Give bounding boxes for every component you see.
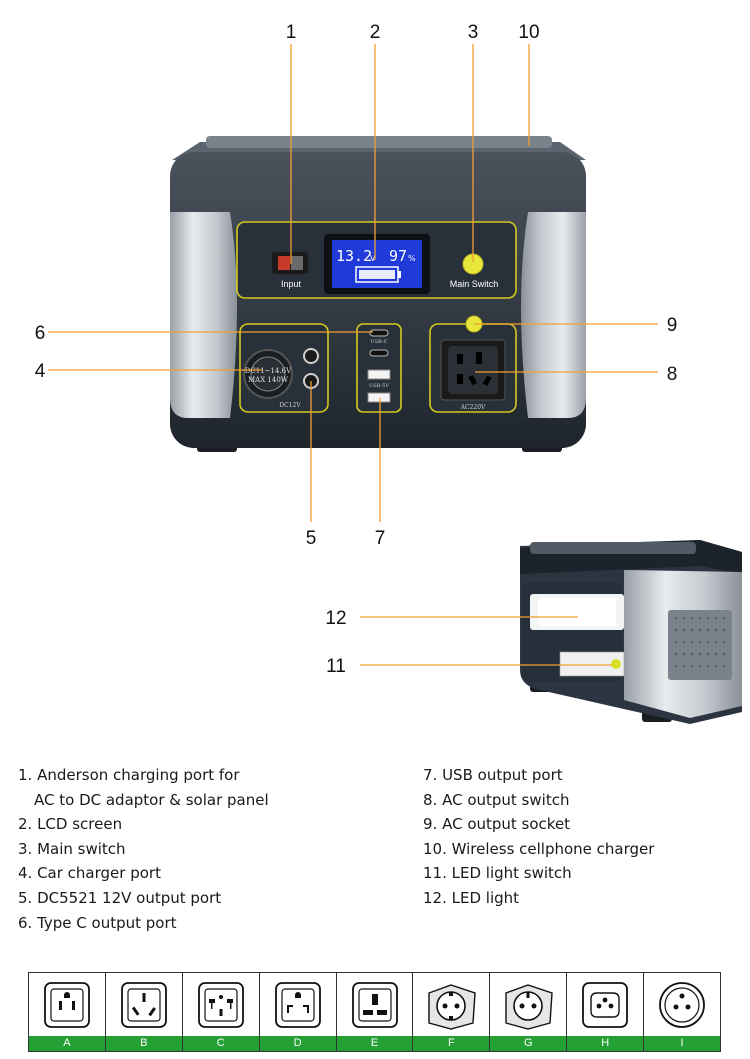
schuko-socket-icon: [428, 983, 477, 1030]
usb-a-port-bottom-icon: [367, 392, 391, 403]
callout-2: 2: [370, 22, 381, 43]
usb5v-label: USB-5V: [369, 383, 389, 389]
car-port-line1: DC11~14.6V: [245, 367, 292, 375]
ac-label: AC220V: [460, 404, 486, 411]
usb-a-port-top-icon: [367, 369, 391, 380]
legend-item-11: 11. LED light switch: [423, 864, 572, 883]
callout-11: 11: [326, 656, 346, 677]
legend-right: 7. USB output port 8. AC output switch 9…: [423, 763, 654, 911]
callout-5: 5: [306, 528, 317, 549]
dc-port-top-icon: [303, 348, 319, 364]
plug-option-g: G: [490, 973, 568, 1051]
input-label: Input: [281, 279, 302, 289]
legend-item-2: 2. LCD screen: [18, 815, 123, 834]
main-switch-label: Main Switch: [450, 279, 499, 289]
lcd-percent-unit: %: [408, 254, 416, 263]
callout-6: 6: [35, 323, 46, 344]
plug-label-g: G: [490, 1036, 567, 1051]
plug-label-d: D: [259, 1036, 336, 1051]
battery-icon: [355, 266, 401, 283]
callout-1: 1: [286, 22, 297, 43]
plug-label-h: H: [567, 1036, 644, 1051]
plug-label-e: E: [336, 1036, 413, 1051]
power-station-side: [520, 540, 742, 724]
car-port-line2: MAX 140W: [248, 376, 289, 384]
eu-socket-icon: [505, 983, 554, 1030]
dc-label: DC12V: [279, 402, 301, 409]
plug-option-f: F: [413, 973, 491, 1051]
legend-item-6: 6. Type C output port: [18, 913, 177, 932]
plug-option-i: I: [644, 973, 721, 1051]
plug-label-a: A: [29, 1036, 105, 1051]
legend-item-5: 5. DC5521 12V output port: [18, 888, 222, 907]
legend-left: 1. Anderson charging port for AC to DC a…: [18, 763, 269, 935]
led-light-switch-button: [611, 659, 621, 669]
legend-item-1: 1. Anderson charging port for: [18, 766, 240, 784]
leader-lines: [48, 44, 658, 666]
legend-item-4: 4. Car charger port: [18, 864, 161, 883]
plug-option-b: B: [105, 973, 183, 1051]
legend-item-10: 10. Wireless cellphone charger: [423, 839, 655, 858]
callout-7: 7: [375, 528, 386, 549]
legend-item-3: 3. Main switch: [18, 839, 126, 858]
power-station-front: Input 13.2 V 97 % Main Switch DC11~14.6V…: [170, 136, 586, 452]
callout-3: 3: [468, 22, 479, 43]
lcd-percent: 97: [389, 247, 407, 265]
multi-socket-icon: [274, 981, 321, 1028]
plug-label-i: I: [644, 1036, 721, 1051]
lcd-voltage: 13.2: [336, 247, 372, 265]
plug-option-d: D: [259, 973, 337, 1051]
au-socket-icon: [120, 981, 167, 1028]
us-socket-icon: [44, 981, 90, 1028]
product-diagram: Input 13.2 V 97 % Main Switch DC11~14.6V…: [35, 22, 742, 724]
legend-item-7: 7. USB output port: [423, 766, 563, 784]
universal-socket-icon: [197, 981, 244, 1028]
brazil-socket-icon: [582, 981, 629, 1028]
callout-4: 4: [35, 361, 46, 382]
plug-option-c: C: [182, 973, 260, 1051]
plug-type-strip: A B C D E F G H I: [28, 972, 721, 1052]
usbc-port-bottom-icon: [369, 349, 389, 357]
lcd-volt-unit: V: [370, 254, 376, 263]
plug-option-h: H: [567, 973, 645, 1051]
plug-option-e: E: [336, 973, 414, 1051]
legend-item-12: 12. LED light: [423, 888, 520, 907]
plug-option-a: A: [29, 973, 106, 1051]
uk-socket-icon: [351, 981, 398, 1028]
callout-10: 10: [518, 22, 539, 43]
usbc-port-top-icon: [369, 329, 389, 337]
legend-item-1-cont: AC to DC adaptor & solar panel: [34, 790, 269, 809]
plug-label-f: F: [413, 1036, 490, 1051]
legend-item-9: 9. AC output socket: [423, 815, 571, 834]
callout-12: 12: [325, 608, 346, 629]
plug-label-c: C: [182, 1036, 259, 1051]
callout-8: 8: [667, 364, 678, 385]
legend-item-8: 8. AC output switch: [423, 790, 570, 809]
french-socket-icon: [659, 981, 705, 1028]
usbc-label: USB-C: [371, 339, 388, 345]
callout-9: 9: [667, 315, 678, 336]
plug-label-b: B: [105, 1036, 182, 1051]
